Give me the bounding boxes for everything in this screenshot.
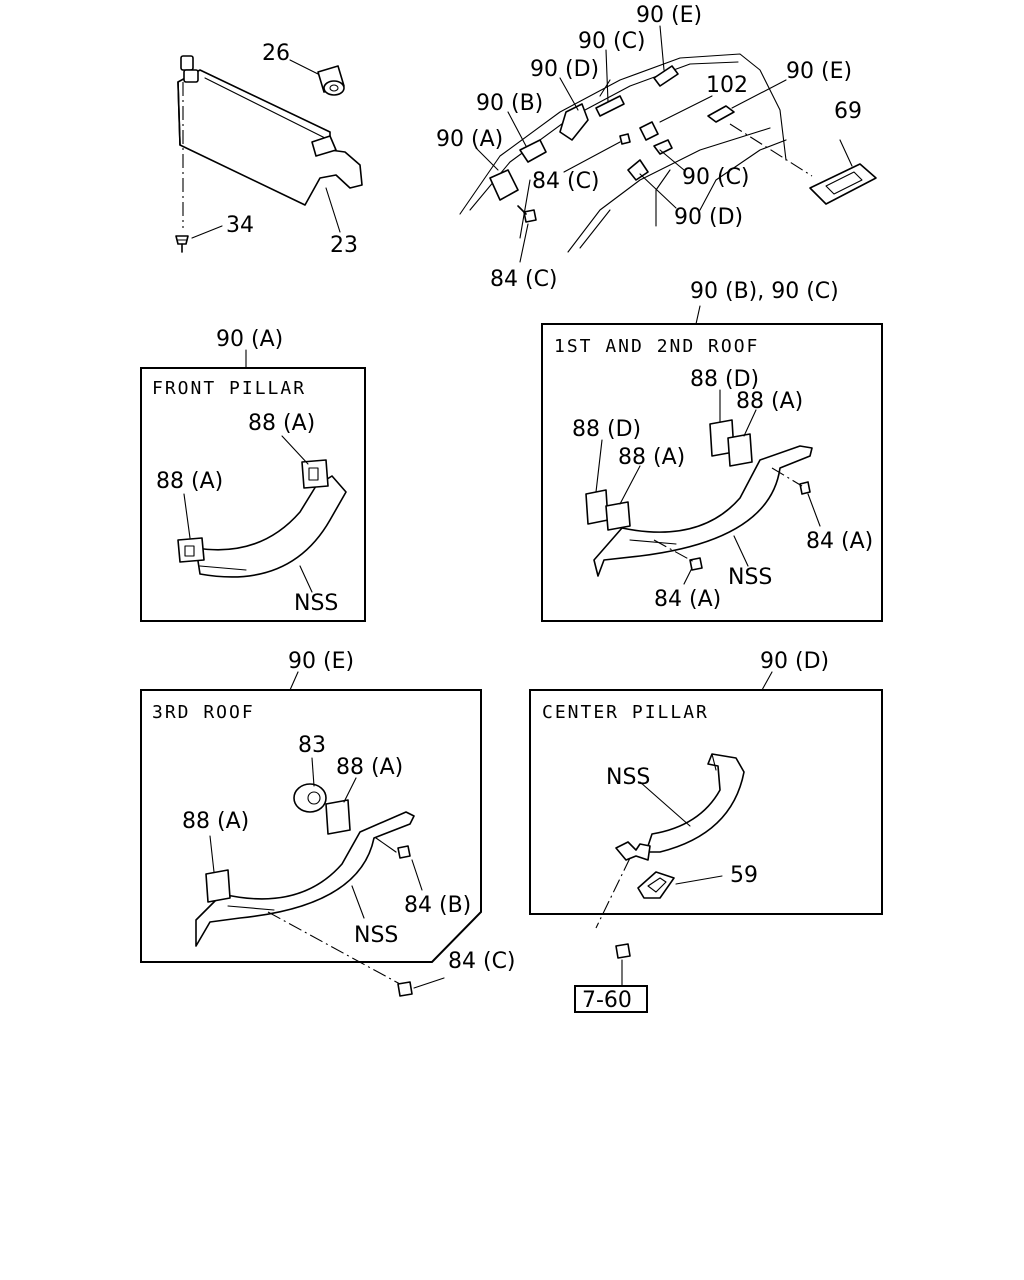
callout-34: 34 (226, 213, 254, 238)
roof-3-83: 83 (298, 733, 326, 758)
callout-90d-top: 90 (D) (530, 57, 599, 82)
roof-overview (459, 25, 877, 263)
callout-84c-low: 84 (C) (490, 267, 558, 292)
roof-12-ref: 90 (B), 90 (C) (690, 279, 839, 304)
panel-roof-1-2 (541, 305, 883, 622)
roof-12-88a-mid: 88 (A) (618, 445, 685, 470)
roof-12-88d-left: 88 (D) (572, 417, 641, 442)
callout-90e-top: 90 (E) (636, 3, 702, 28)
callout-90b-top: 90 (B) (476, 91, 543, 116)
roof-12-88d-top: 88 (D) (690, 367, 759, 392)
roof-3-title: 3RD ROOF (152, 702, 255, 723)
front-pillar-nss: NSS (294, 591, 338, 616)
roof-12-nss: NSS (728, 565, 772, 590)
center-pillar-nss: NSS (606, 765, 650, 790)
callout-69: 69 (834, 99, 862, 124)
front-pillar-title: FRONT PILLAR (152, 378, 306, 399)
front-pillar-ref: 90 (A) (216, 327, 283, 352)
callout-84c-mid: 84 (C) (532, 169, 600, 194)
panel-center-pillar (529, 671, 883, 1013)
center-pillar-page-ref[interactable]: 7-60 (582, 988, 632, 1013)
center-pillar-ref: 90 (D) (760, 649, 829, 674)
callout-26: 26 (262, 41, 290, 66)
roof-3-88a-top: 88 (A) (336, 755, 403, 780)
roof-12-84a-right: 84 (A) (806, 529, 873, 554)
roof-12-title: 1ST AND 2ND ROOF (554, 336, 759, 357)
center-pillar-59: 59 (730, 863, 758, 888)
roof-3-84b: 84 (B) (404, 893, 471, 918)
panel-roof-3 (140, 671, 482, 997)
callout-23: 23 (330, 233, 358, 258)
roof-3-nss: NSS (354, 923, 398, 948)
roof-12-88a-top: 88 (A) (736, 389, 803, 414)
roof-12-84a-bottom: 84 (A) (654, 587, 721, 612)
callout-90d-mid: 90 (D) (674, 205, 743, 230)
roof-3-84c: 84 (C) (448, 949, 516, 974)
sun-visor-assembly (175, 55, 363, 253)
callout-90c-top: 90 (C) (578, 29, 646, 54)
front-pillar-88a-top: 88 (A) (248, 411, 315, 436)
roof-3-ref: 90 (E) (288, 649, 354, 674)
center-pillar-title: CENTER PILLAR (542, 702, 709, 723)
callout-90c-mid: 90 (C) (682, 165, 750, 190)
callout-90a-top: 90 (A) (436, 127, 503, 152)
front-pillar-88a-left: 88 (A) (156, 469, 223, 494)
callout-90e-right: 90 (E) (786, 59, 852, 84)
panel-front-pillar (140, 349, 366, 622)
roof-3-88a-left: 88 (A) (182, 809, 249, 834)
callout-102: 102 (706, 73, 748, 98)
